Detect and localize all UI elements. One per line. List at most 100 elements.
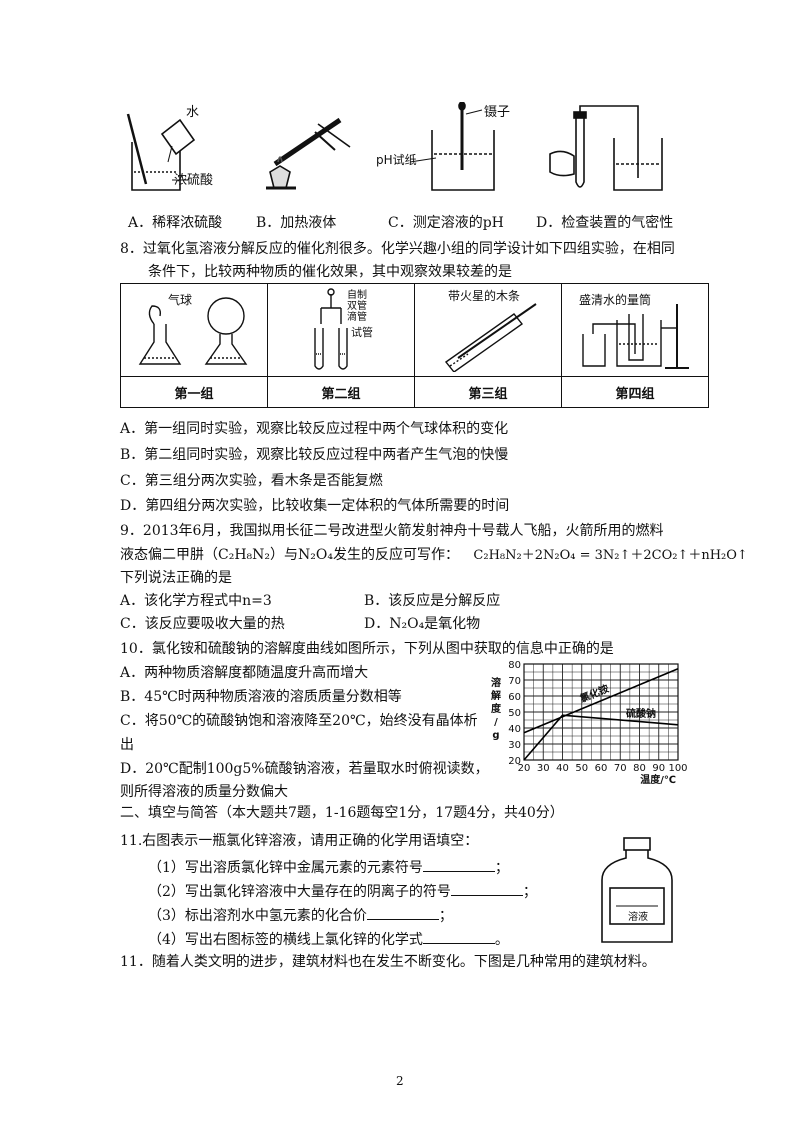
tube-label: 试管 [351, 325, 373, 339]
group3-cell: 带火星的木条 [414, 283, 562, 377]
y-axis-label-char: 度 [491, 702, 502, 715]
q8-option-d: D．第四组分两次实验，比较收集一定体积的气体所需要的时间 [120, 498, 510, 514]
balloon-label: 气球 [168, 292, 192, 307]
q9-stem-line3: 下列说法正确的是 [120, 570, 232, 586]
acid-label: 浓硫酸 [174, 173, 213, 188]
q9-equation: C₂H₈N₂＋2N₂O₄ = 3N₂↑＋2CO₂↑＋nH₂O↑ [473, 548, 748, 563]
y-tick-label: 50 [508, 708, 521, 719]
section2-title: 二、填空与简答（本大题共7题，1-16题每空1分，17题4分，共40分） [120, 805, 564, 821]
q9-stem-line1: 9．2013年6月，我国拟用长征二号改进型火箭发射神舟十号载人飞船，火箭所用的燃… [120, 523, 664, 539]
q11-item-3-text: （3）标出溶剂水中氢元素的化合价 [148, 908, 367, 924]
q9-stem-line2-text: 液态偏二甲肼（C₂H₈N₂）与N₂O₄发生的反应可写作： [120, 547, 459, 563]
x-tick-label: 100 [668, 763, 687, 774]
group2-cell: 自制 双管 滴管 试管 [267, 283, 415, 377]
group4-label: 第四组 [561, 376, 709, 408]
x-tick-label: 60 [595, 763, 608, 774]
q10-option-d: D．20℃配制100g5%硫酸钠溶液，若量取水时俯视读数， [120, 761, 489, 777]
x-tick-label: 50 [575, 763, 588, 774]
y-axis-label-char: g [492, 730, 499, 741]
x-tick-label: 70 [614, 763, 627, 774]
answer-blank-2[interactable] [450, 881, 523, 896]
y-tick-label: 20 [508, 756, 521, 767]
q11-item-4-text: （4）写出右图标签的横线上氯化锌的化学式 [148, 932, 423, 948]
splint-tube-figure: 带火星的木条 [444, 288, 537, 373]
q10-option-d-cont: 则所得溶液的质量分数偏大 [120, 784, 288, 800]
series-line [523, 714, 679, 761]
x-tick-label: 90 [652, 763, 665, 774]
dropper-label-3: 滴管 [347, 310, 367, 323]
q11-item-1-mark: ； [494, 860, 509, 876]
y-tick-label: 70 [508, 676, 521, 687]
answer-blank-1[interactable] [422, 857, 495, 872]
y-tick-label: 30 [508, 740, 521, 751]
cylinder-label: 盛清水的量筒 [579, 292, 651, 307]
q7-option-d: D．检查装置的气密性 [536, 215, 674, 231]
airtight-check-figure [549, 105, 663, 191]
q8-stem-line1: 8．过氧化氢溶液分解反应的催化剂很多。化学兴趣小组的同学设计如下四组实验，在相同 [120, 241, 675, 257]
q8-option-b: B．第二组同时实验，观察比较反应过程中两者产生气泡的快慢 [120, 447, 509, 463]
ph-paper-label: pH试纸 [376, 152, 417, 167]
cylinder-collect-figure: 盛清水的量筒 [579, 292, 689, 369]
series-label-ammonium-chloride: 氯化铵 [578, 682, 611, 705]
y-axis-label-char: / [494, 717, 498, 728]
q11-item-3-mark: ； [438, 908, 453, 924]
splint-label: 带火星的木条 [448, 288, 520, 303]
y-axis-label-char: 解 [491, 689, 501, 702]
y-tick-label: 60 [508, 692, 521, 703]
group4-cell: 盛清水的量筒 [561, 283, 709, 377]
tweezer-label: 镊子 [484, 105, 510, 120]
q9-option-a: A．该化学方程式中n=3 [120, 593, 272, 609]
q8-option-c: C．第三组分两次实验，看木条是否能复燃 [120, 473, 383, 489]
dropper-tubes-figure: 自制 双管 滴管 试管 [314, 288, 373, 370]
group2-label: 第二组 [267, 376, 415, 408]
answer-blank-3[interactable] [366, 905, 439, 920]
group1-cell: 气球 [120, 283, 268, 377]
y-axis-label-char: 溶 [491, 676, 501, 689]
q7-option-c: C．测定溶液的pH [388, 215, 504, 231]
series-label-sodium-sulfate: 硫酸钠 [626, 707, 656, 720]
q11-stem: 11.右图表示一瓶氯化锌溶液，请用正确的化学用语填空： [120, 833, 479, 849]
dropper-label-1: 自制 [347, 288, 367, 301]
ph-test-figure [409, 102, 495, 191]
q7-figure-row: 水 浓硫酸 镊子 pH试纸 [126, 102, 663, 191]
plot-frame [523, 663, 679, 761]
q11-item-4: （4）写出右图标签的横线上氯化锌的化学式 。 [148, 929, 509, 949]
dilute-acid-figure [126, 113, 196, 191]
q11-item-4-mark: 。 [494, 932, 509, 948]
q11-item-3: （3）标出溶剂水中氢元素的化合价 ； [148, 905, 453, 925]
water-label: 水 [186, 105, 199, 120]
q11-item-2-mark: ； [522, 884, 537, 900]
q10-option-b: B．45℃时两种物质溶液的溶质质量分数相等 [120, 689, 402, 705]
y-tick-label: 80 [508, 660, 521, 671]
q9-option-c: C．该反应要吸收大量的热 [120, 616, 285, 632]
q11-item-2-text: （2）写出氯化锌溶液中大量存在的阴离子的符号 [148, 884, 451, 900]
q10-option-a: A．两种物质溶解度都随温度升高而增大 [120, 665, 369, 681]
series-line [523, 668, 679, 734]
y-tick-label: 40 [508, 724, 521, 735]
q8-experiment-table: 气球 自制 双管 滴管 试管 [120, 283, 709, 408]
x-axis-label: 温度/℃ [640, 773, 676, 784]
q11-item-1: （1）写出溶质氯化锌中金属元素的元素符号； [148, 857, 509, 877]
reagent-bottle-figure: 溶液 [601, 837, 673, 943]
x-tick-label: 30 [537, 763, 550, 774]
q10-stem: 10．氯化铵和硫酸钠的溶解度曲线如图所示，下列从图中获取的信息中正确的是 [120, 641, 614, 657]
q8-stem-line2: 条件下，比较两种物质的催化效果，其中观察效果较差的是 [148, 264, 512, 280]
q9-option-b: B．该反应是分解反应 [364, 593, 501, 609]
x-tick-label: 40 [556, 763, 569, 774]
group3-label: 第三组 [414, 376, 562, 408]
group1-label: 第一组 [120, 376, 268, 408]
answer-blank-4[interactable] [422, 929, 495, 944]
q10-option-c-cont: 出 [120, 737, 134, 753]
x-tick-label: 80 [633, 763, 646, 774]
q9-stem-line2: 液态偏二甲肼（C₂H₈N₂）与N₂O₄发生的反应可写作： C₂H₈N₂＋2N₂O… [120, 546, 748, 565]
x-tick-label: 20 [518, 763, 531, 774]
balloon-flasks-figure: 气球 [138, 292, 248, 365]
bottle-label-text: 溶液 [628, 910, 648, 923]
q8-option-a: A．第一组同时实验，观察比较反应过程中两个气球体积的变化 [120, 421, 509, 437]
heat-liquid-figure [266, 117, 351, 190]
dropper-label-2: 双管 [347, 299, 367, 312]
q10-option-c: C．将50℃的硫酸钠饱和溶液降至20℃，始终没有晶体析 [120, 713, 478, 729]
page-number: 2 [396, 1074, 404, 1088]
q7-option-a: A．稀释浓硫酸 [128, 215, 223, 231]
